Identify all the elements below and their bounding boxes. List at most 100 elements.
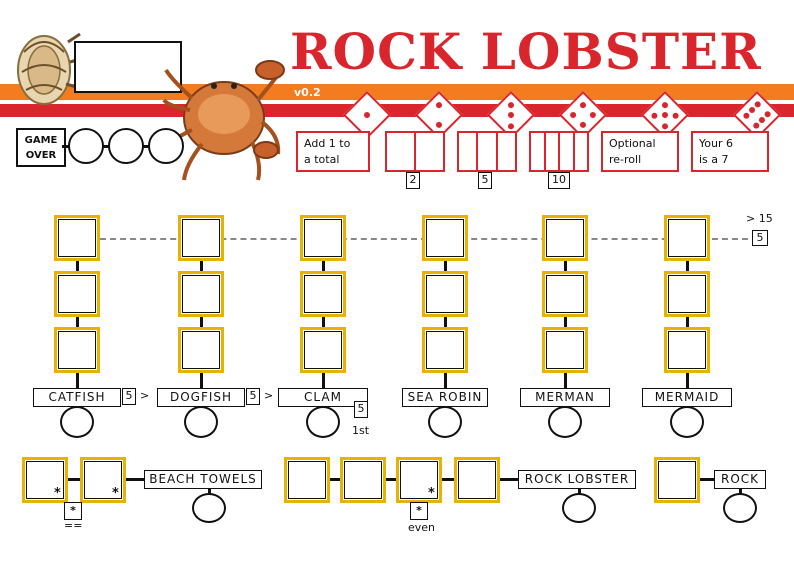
beach-towels-box-2[interactable]: [80, 457, 126, 503]
bonus-die-4-value: 10: [548, 172, 570, 189]
column-3-box-1[interactable]: [300, 215, 346, 261]
rock-lobster-box-4[interactable]: [454, 457, 500, 503]
column-score-circle[interactable]: [184, 406, 218, 438]
column-label: DOGFISH: [157, 388, 245, 407]
column-label: MERMAN: [520, 388, 610, 407]
rock-stem: [739, 489, 742, 495]
rock-lobster-note: even: [408, 521, 436, 534]
column-note: 1st: [352, 424, 370, 437]
column-4-box-1[interactable]: [422, 215, 468, 261]
page-title: ROCK LOBSTER: [290, 22, 762, 81]
player-name-box[interactable]: [74, 41, 182, 93]
beach-towels-stem: [208, 489, 211, 495]
die-pip: [754, 100, 763, 109]
die-pip: [362, 110, 372, 120]
column-label: MERMAID: [642, 388, 732, 407]
beach-towels-connector: [68, 478, 80, 481]
column-2-box-2[interactable]: [178, 271, 224, 317]
column-label: CATFISH: [33, 388, 121, 407]
rock-lobster-box-3[interactable]: [396, 457, 442, 503]
rock-lobster-stem: [578, 489, 581, 495]
column-6-box-3[interactable]: [664, 327, 710, 373]
column-1-box-3[interactable]: [54, 327, 100, 373]
rock-lobster-connector-1: [330, 478, 340, 481]
bonus-die-3-value: 5: [478, 172, 492, 189]
column-score-circle[interactable]: [428, 406, 462, 438]
rock-label: ROCK: [714, 470, 766, 489]
rock-lobster-connector-3: [442, 478, 454, 481]
column-3-box-2[interactable]: [300, 271, 346, 317]
column-score-circle[interactable]: [306, 406, 340, 438]
game-over-circle-3[interactable]: [148, 128, 184, 164]
column-3-box-3[interactable]: [300, 327, 346, 373]
beach-towels-note: ==: [64, 519, 83, 532]
die-pip: [742, 112, 751, 121]
beach-towels-circle[interactable]: [192, 493, 226, 523]
die-pip: [578, 120, 588, 129]
threshold-value: 5: [752, 230, 768, 246]
column-6-box-1[interactable]: [664, 215, 710, 261]
game-over-circle-2[interactable]: [108, 128, 144, 164]
column-score-circle[interactable]: [60, 406, 94, 438]
beach-towels-label: BEACH TOWELS: [144, 470, 262, 489]
column-arrow: >: [140, 389, 150, 402]
rock-lobster-connector-4: [500, 478, 518, 481]
column-2-box-1[interactable]: [178, 215, 224, 261]
bonus-die-5: Optional re-roll: [601, 131, 679, 172]
rock-circle[interactable]: [723, 493, 757, 523]
die-pip: [757, 115, 766, 124]
column-5-box-3[interactable]: [542, 327, 588, 373]
beach-towels-box-1[interactable]: [22, 457, 68, 503]
die-pip: [660, 100, 670, 109]
rock-box[interactable]: [654, 457, 700, 503]
die-pip: [578, 101, 588, 110]
column-1-box-1[interactable]: [54, 215, 100, 261]
column-5-box-1[interactable]: [542, 215, 588, 261]
bonus-die-6: Your 6 is a 7: [691, 131, 769, 172]
rock-lobster-box-2[interactable]: [340, 457, 386, 503]
beach-towels-star-1: *: [54, 486, 61, 501]
rock-lobster-label: ROCK LOBSTER: [518, 470, 636, 489]
bonus-die-4-track[interactable]: [529, 131, 589, 172]
rock-lobster-connector-2: [386, 478, 396, 481]
shell-image: [17, 32, 85, 105]
die-pip: [506, 121, 516, 130]
die-pip: [434, 120, 444, 129]
bonus-die-3-track[interactable]: [457, 131, 517, 172]
die-pip: [434, 101, 444, 110]
column-score-circle[interactable]: [670, 406, 704, 438]
column-score-circle[interactable]: [548, 406, 582, 438]
die-pip: [588, 110, 597, 120]
column-badge: 5: [246, 388, 260, 405]
column-4-box-2[interactable]: [422, 271, 468, 317]
column-5-box-2[interactable]: [542, 271, 588, 317]
beach-towels-connector-2: [126, 478, 144, 481]
bonus-die-2-track[interactable]: [385, 131, 445, 172]
die-pip: [569, 110, 578, 120]
rock-connector: [700, 478, 714, 481]
column-1-box-2[interactable]: [54, 271, 100, 317]
die-pip: [660, 121, 670, 130]
rock-lobster-circle[interactable]: [562, 493, 596, 523]
column-badge: 5: [354, 401, 368, 418]
column-6-box-2[interactable]: [664, 271, 710, 317]
die-pip: [506, 100, 516, 109]
column-label: SEA ROBIN: [402, 388, 488, 407]
crab-image: [162, 60, 285, 181]
rock-lobster-star-box: *: [410, 502, 428, 520]
beach-towels-star-box: *: [64, 502, 82, 520]
die-pip: [650, 110, 659, 120]
column-2-box-3[interactable]: [178, 327, 224, 373]
die-pip: [506, 110, 516, 120]
die-pip: [751, 121, 760, 130]
game-over-circle-1[interactable]: [68, 128, 104, 164]
die-pip: [763, 109, 772, 118]
die-pip: [660, 110, 670, 120]
header-stripe-white: [0, 100, 794, 104]
threshold-label: > 15: [746, 212, 773, 225]
game-over-label: GAME OVER: [16, 128, 66, 167]
rock-lobster-box-1[interactable]: [284, 457, 330, 503]
die-pip: [748, 106, 757, 115]
column-4-box-3[interactable]: [422, 327, 468, 373]
bonus-die-2-value: 2: [406, 172, 420, 189]
